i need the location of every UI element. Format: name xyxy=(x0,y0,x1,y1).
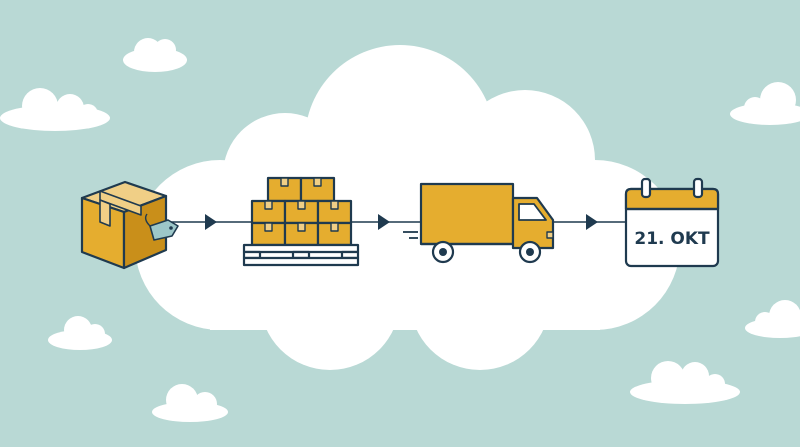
calendar-date-label: 21. OKT xyxy=(634,229,710,249)
cloud-small-left-bottom xyxy=(48,316,112,350)
arrow-3 xyxy=(586,214,598,230)
cloud-small-bottom-right xyxy=(630,361,740,404)
delivery-truck-icon xyxy=(403,182,555,264)
cloud-small-left xyxy=(0,88,110,131)
arrow-2 xyxy=(378,214,390,230)
cloud-small-right-top xyxy=(730,82,800,125)
calendar-icon xyxy=(624,177,720,268)
small-clouds xyxy=(0,38,800,422)
arrow-1 xyxy=(205,214,217,230)
package-box-icon xyxy=(80,180,179,270)
pallet-boxes-icon xyxy=(242,176,360,267)
cloud-small-bottom-left xyxy=(152,384,228,422)
cloud-small-right xyxy=(745,300,800,338)
cloud-small-top xyxy=(123,38,187,72)
